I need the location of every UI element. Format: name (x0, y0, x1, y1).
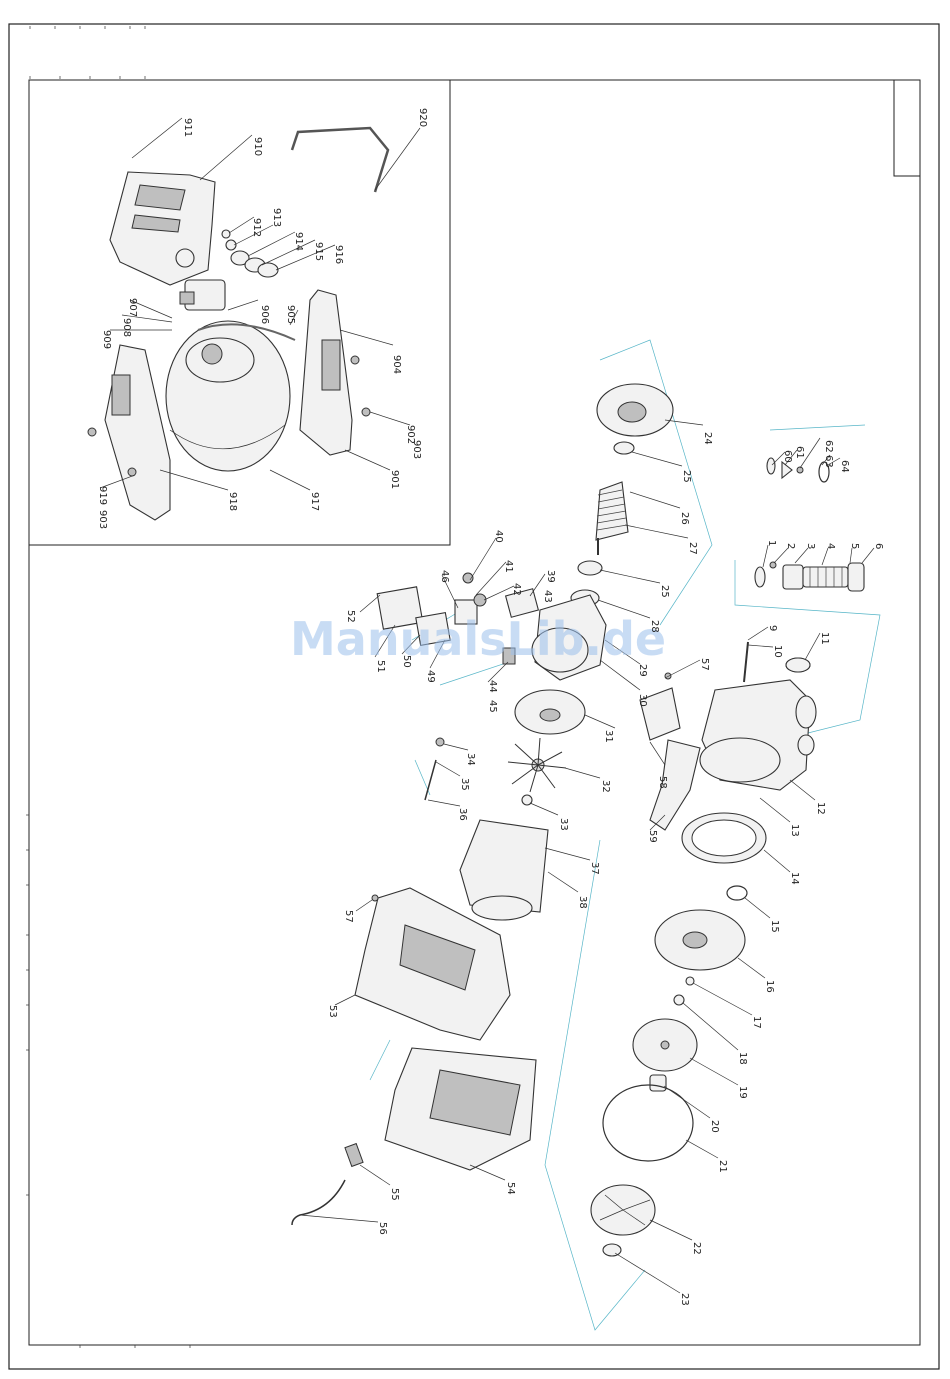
main-label: 6 (873, 543, 884, 549)
inset-label: 903 (97, 510, 108, 529)
title-tab (894, 80, 920, 176)
main-label: 4 (825, 543, 836, 549)
main-label: 56 (377, 1222, 388, 1235)
main-label: 54 (505, 1182, 516, 1195)
main-label: 55 (389, 1188, 400, 1201)
main-label: 20 (709, 1120, 720, 1133)
main-label: 1 (766, 540, 777, 546)
main-label: 60 (782, 450, 793, 463)
main-label: 10 (772, 645, 783, 658)
inset-label: 910 (252, 137, 263, 156)
inset-label: 911 (182, 118, 193, 137)
main-label: 12 (815, 802, 826, 815)
main-label: 31 (603, 730, 614, 743)
main-label: 25 (681, 470, 692, 483)
main-label: 19 (737, 1086, 748, 1099)
main-label: 41 (503, 560, 514, 573)
main-label: 21 (717, 1160, 728, 1173)
main-label: 18 (737, 1052, 748, 1065)
main-label: 25 (659, 585, 670, 598)
main-label: 39 (545, 570, 556, 583)
inset-label: 917 (309, 492, 320, 511)
main-label: 52 (345, 610, 356, 623)
inset-assembly (88, 118, 420, 520)
inset-label: 903 (411, 440, 422, 459)
main-label: 42 (511, 583, 522, 596)
inset-label: 915 (313, 242, 324, 261)
inset-label: 907 (127, 298, 138, 317)
inset-label: 909 (101, 330, 112, 349)
main-label: 14 (789, 872, 800, 885)
main-label: 34 (465, 753, 476, 766)
main-label: 23 (679, 1293, 690, 1306)
main-label: 16 (764, 980, 775, 993)
main-label: 32 (600, 780, 611, 793)
main-label: 63 (823, 455, 834, 468)
main-label: 13 (789, 824, 800, 837)
main-label: 27 (687, 542, 698, 555)
main-label: 40 (493, 530, 504, 543)
main-label: 36 (457, 808, 468, 821)
inset-label: 904 (391, 355, 402, 374)
inset-label: 918 (227, 492, 238, 511)
main-label: 62 (823, 440, 834, 453)
main-label: 35 (459, 778, 470, 791)
main-label: 57 (699, 658, 710, 671)
main-label: 43 (542, 590, 553, 603)
main-label: 15 (769, 920, 780, 933)
main-label: 29 (637, 664, 648, 677)
inset-label: 914 (293, 232, 304, 251)
inset-label: 905 (285, 305, 296, 324)
main-label: 17 (751, 1016, 762, 1029)
inset-label: 908 (121, 318, 132, 337)
main-label: 57 (343, 910, 354, 923)
main-label: 22 (691, 1242, 702, 1255)
main-label: 59 (647, 830, 658, 843)
main-label: 51 (375, 660, 386, 673)
main-label: 58 (657, 776, 668, 789)
main-label: 28 (649, 620, 660, 633)
main-label: 61 (794, 446, 805, 459)
main-label: 50 (401, 655, 412, 668)
fan (508, 738, 566, 792)
main-label: 11 (819, 632, 830, 645)
main-label: 33 (558, 818, 569, 831)
main-label: 37 (589, 862, 600, 875)
main-label: 26 (679, 512, 690, 525)
main-label: 38 (577, 896, 588, 909)
inset-label: 901 (389, 470, 400, 489)
inset-label: 912 (251, 218, 262, 237)
main-label: 3 (805, 543, 816, 549)
main-label: 45 (487, 700, 498, 713)
inset-label: 920 (417, 108, 428, 127)
main-label: 5 (849, 543, 860, 549)
main-label: 49 (425, 670, 436, 683)
main-label: 24 (702, 432, 713, 445)
inset-label: 906 (259, 305, 270, 324)
main-label: 30 (637, 694, 648, 707)
main-label: 53 (327, 1005, 338, 1018)
inset-label: 916 (333, 245, 344, 264)
inset-label: 913 (271, 208, 282, 227)
main-label: 44 (487, 680, 498, 693)
main-label: 64 (839, 460, 850, 473)
main-label: 9 (767, 625, 778, 631)
main-label: 46 (439, 570, 450, 583)
inset-label: 919 (97, 486, 108, 505)
main-label: 2 (785, 543, 796, 549)
